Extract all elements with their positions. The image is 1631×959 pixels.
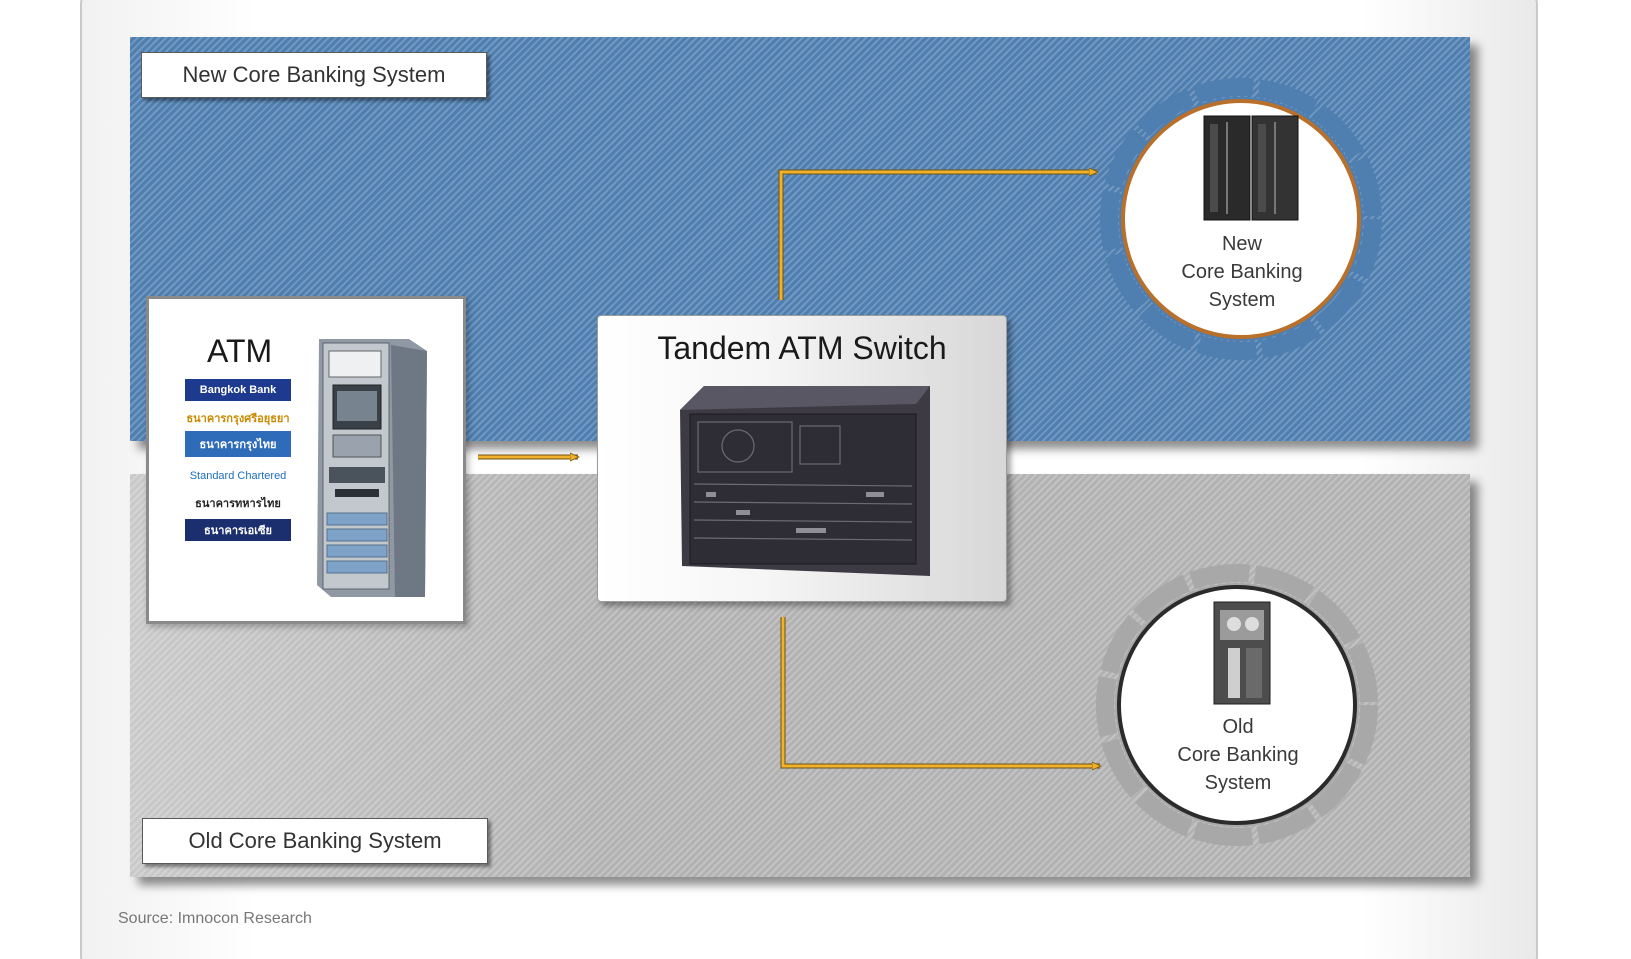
caption-line-2: Core Banking — [1181, 261, 1303, 283]
new-core-banking-server — [1100, 78, 1382, 360]
new-core-banking-caption: New Core Banking System — [1142, 230, 1342, 314]
switch-hardware-icon — [680, 386, 930, 576]
caption-line-2: Core Banking — [1177, 744, 1299, 766]
caption-line-1: New — [1221, 233, 1262, 255]
standard-chartered-logo: Standard Chartered — [185, 465, 291, 487]
mainframe-rack-icon — [1203, 115, 1299, 221]
caption-line-3: System — [1208, 289, 1276, 311]
legacy-mainframe-icon — [1213, 601, 1271, 705]
old-core-banking-caption: Old Core Banking System — [1138, 713, 1338, 797]
arrow-switch-to-old-system — [780, 617, 1100, 766]
krungsri-bank-logo: ธนาคารกรุงศรีอยุธยา — [185, 407, 291, 429]
atm-title: ATM — [207, 333, 273, 369]
caption-line-3: System — [1204, 772, 1272, 794]
bank-of-asia-logo: ธนาคารเอเซีย — [185, 519, 291, 541]
tandem-atm-switch-panel: Tandem ATM Switch — [597, 315, 1007, 602]
bangkok-bank-logo: Bangkok Bank — [185, 379, 291, 401]
old-core-banking-server — [1096, 564, 1378, 846]
caption-line-1: Old — [1222, 716, 1254, 738]
atm-machine-icon — [317, 339, 427, 597]
new-core-banking-label: New Core Banking System — [141, 52, 487, 98]
old-core-banking-label: Old Core Banking System — [142, 818, 488, 864]
arrow-switch-to-new-system — [778, 172, 1097, 300]
source-note: Source: Imnocon Research — [118, 910, 312, 927]
atm-panel: ATM Bangkok Bank ธนาคารกรุงศรีอยุธยา ธนา… — [146, 296, 466, 624]
krungthai-bank-logo: ธนาคารกรุงไทย — [185, 431, 291, 457]
tmb-bank-logo: ธนาคารทหารไทย — [185, 492, 291, 514]
switch-title: Tandem ATM Switch — [657, 330, 947, 366]
